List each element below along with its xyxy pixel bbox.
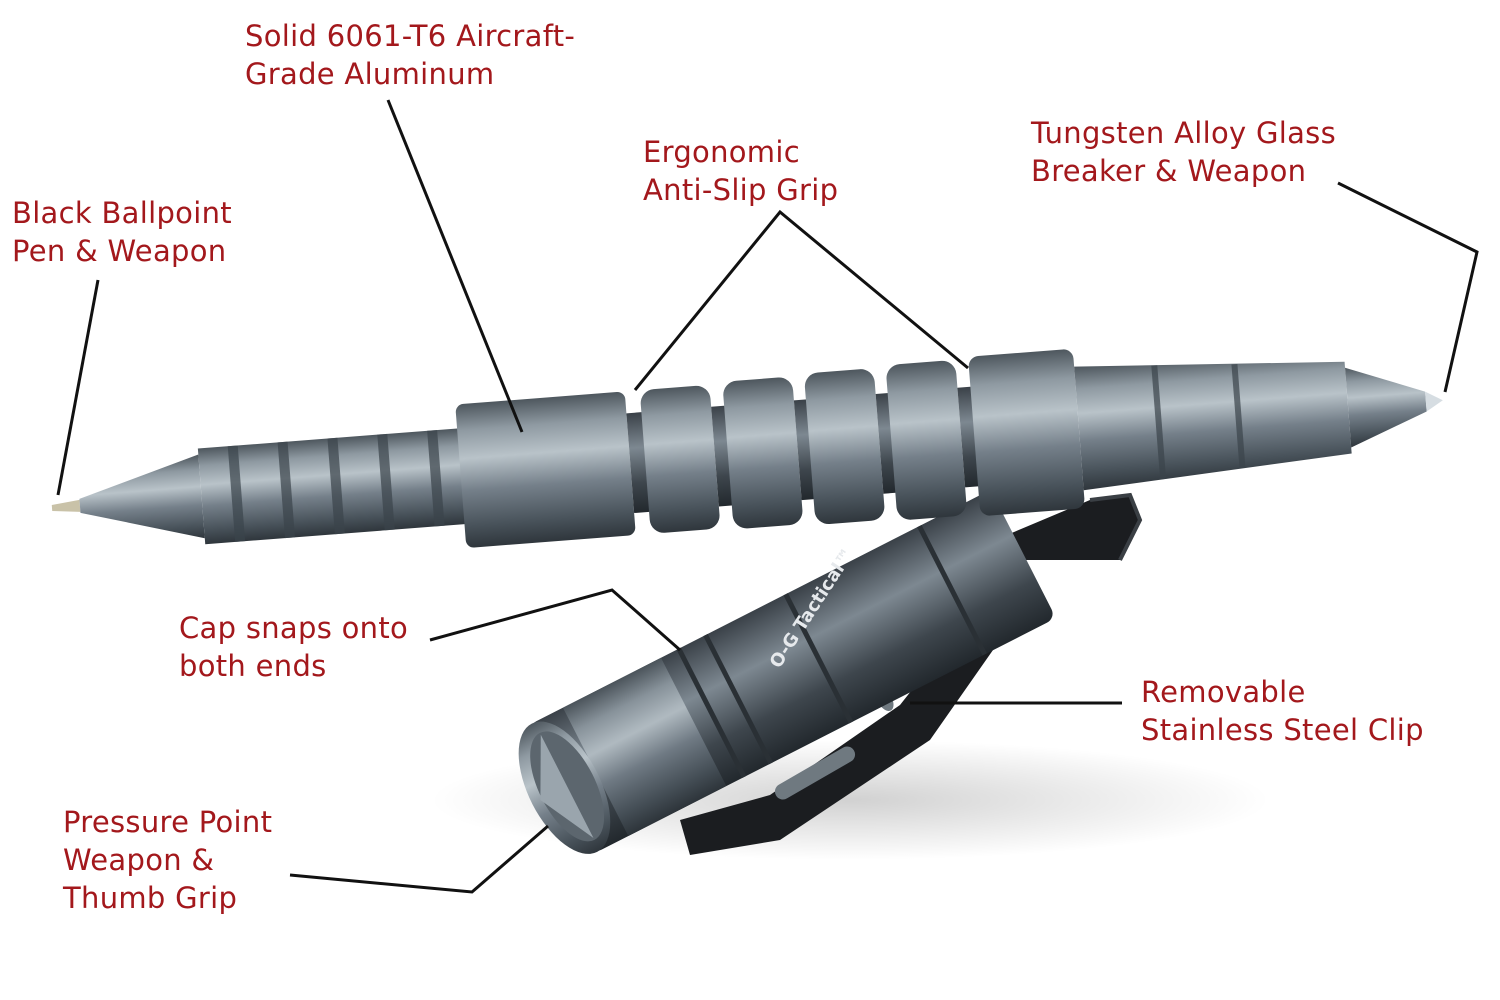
callout-pressure-point: Pressure Point Weapon & Thumb Grip <box>63 803 272 917</box>
callout-aluminum: Solid 6061-T6 Aircraft- Grade Aluminum <box>245 17 575 93</box>
leader-grip <box>633 209 969 391</box>
leader-pressure-point <box>289 824 549 894</box>
callout-clip: Removable Stainless Steel Clip <box>1141 673 1424 749</box>
callout-line: Thumb Grip <box>63 881 238 915</box>
leader-glass-breaker <box>1337 181 1479 393</box>
callout-line: Breaker & Weapon <box>1031 154 1307 188</box>
callout-line: Weapon & <box>63 843 215 877</box>
leader-aluminum <box>386 99 524 433</box>
leader-lines <box>56 99 1479 894</box>
leader-cap <box>429 588 681 652</box>
callout-grip: Ergonomic Anti-Slip Grip <box>643 133 838 209</box>
callout-line: Tungsten Alloy Glass <box>1031 116 1336 150</box>
callout-line: both ends <box>179 649 327 683</box>
callout-glass-breaker: Tungsten Alloy Glass Breaker & Weapon <box>1031 114 1336 190</box>
callout-line: Ergonomic <box>643 135 800 169</box>
leader-ballpoint <box>56 279 100 496</box>
callout-line: Stainless Steel Clip <box>1141 713 1424 747</box>
callout-line: Grade Aluminum <box>245 57 495 91</box>
callout-ballpoint: Black Ballpoint Pen & Weapon <box>12 194 232 270</box>
callout-line: Anti-Slip Grip <box>643 173 839 207</box>
callout-line: Solid 6061-T6 Aircraft- <box>245 19 576 53</box>
callout-line: Removable <box>1141 675 1306 709</box>
pen-cap: O-G Tactical™ <box>518 493 1053 854</box>
callout-line: Pen & Weapon <box>12 234 227 268</box>
pen-body <box>51 349 1443 548</box>
callout-cap: Cap snaps onto both ends <box>179 609 408 685</box>
callout-line: Black Ballpoint <box>12 196 232 230</box>
callout-line: Cap snaps onto <box>179 611 409 645</box>
callout-line: Pressure Point <box>63 805 273 839</box>
